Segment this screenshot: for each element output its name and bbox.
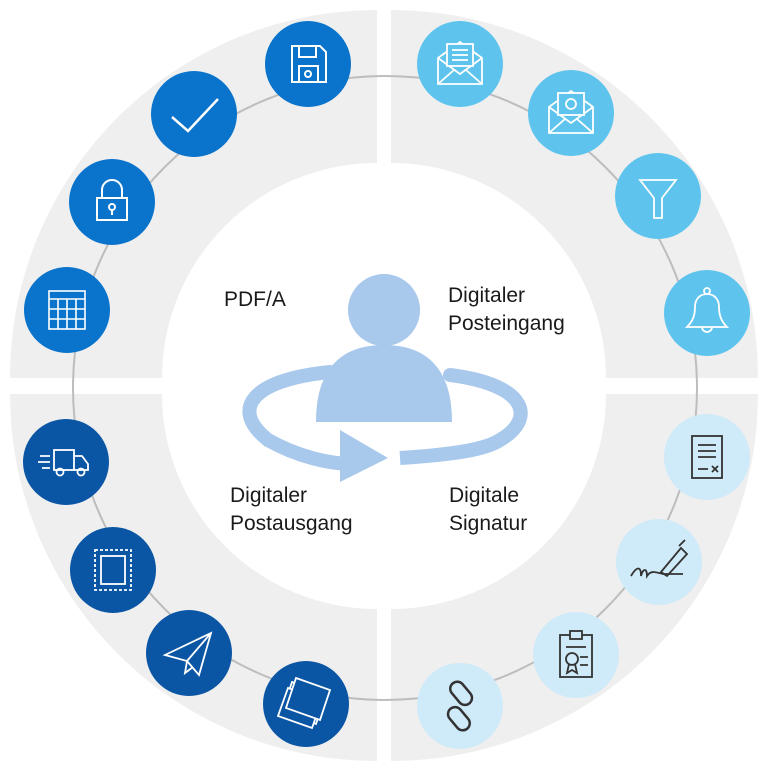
- person-body: [316, 345, 452, 422]
- label-postausgang-line2: Postausgang: [230, 512, 353, 535]
- orbit-arrow-back-right: [443, 368, 528, 447]
- floppy-disk-icon: [265, 21, 351, 107]
- chain-link-icon: [417, 663, 503, 749]
- sector-top-right: [391, 10, 759, 378]
- icon-ring-line: [72, 75, 698, 701]
- signature-document-icon: [664, 414, 750, 500]
- label-signatur-line1: Digitale: [449, 484, 520, 507]
- label-posteingang-line1: Digitaler: [448, 284, 526, 307]
- label-digitale-signatur: Digitale Signatur: [449, 482, 527, 538]
- certificate-clipboard-icon: [533, 612, 619, 698]
- filter-funnel-icon: [615, 153, 701, 239]
- orbit-arrow-back: [242, 365, 337, 447]
- fountain-pen-signature-icon: [616, 519, 702, 605]
- bell-icon: [664, 270, 750, 356]
- label-posteingang-line2: Posteingang: [448, 312, 565, 335]
- delivery-truck-icon: [23, 419, 109, 505]
- orbit-arrow-front-right: [399, 433, 504, 465]
- sector-bottom-right: [391, 394, 758, 761]
- label-pdfa-text: PDF/A: [224, 288, 286, 311]
- padlock-icon: [69, 159, 155, 245]
- orbit-arrow-head: [340, 430, 388, 482]
- paper-plane-icon: [146, 610, 232, 696]
- envelope-document-icon: [417, 21, 503, 107]
- envelope-at-icon: [528, 70, 614, 156]
- central-user-figure: [242, 274, 528, 482]
- document-stack-icon: [263, 661, 349, 747]
- label-signatur-line2: Signatur: [449, 512, 528, 535]
- calendar-icon: [24, 267, 110, 353]
- label-postausgang-line1: Digitaler: [230, 484, 308, 507]
- label-digitaler-posteingang: Digitaler Posteingang: [448, 282, 565, 338]
- orbit-arrow-front-left: [261, 433, 355, 471]
- label-pdfa: PDF/A: [224, 286, 286, 314]
- checkmark-icon: [151, 71, 237, 157]
- postage-stamp-icon: [70, 527, 156, 613]
- label-digitaler-postausgang: Digitaler Postausgang: [230, 482, 353, 538]
- person-head: [348, 274, 420, 346]
